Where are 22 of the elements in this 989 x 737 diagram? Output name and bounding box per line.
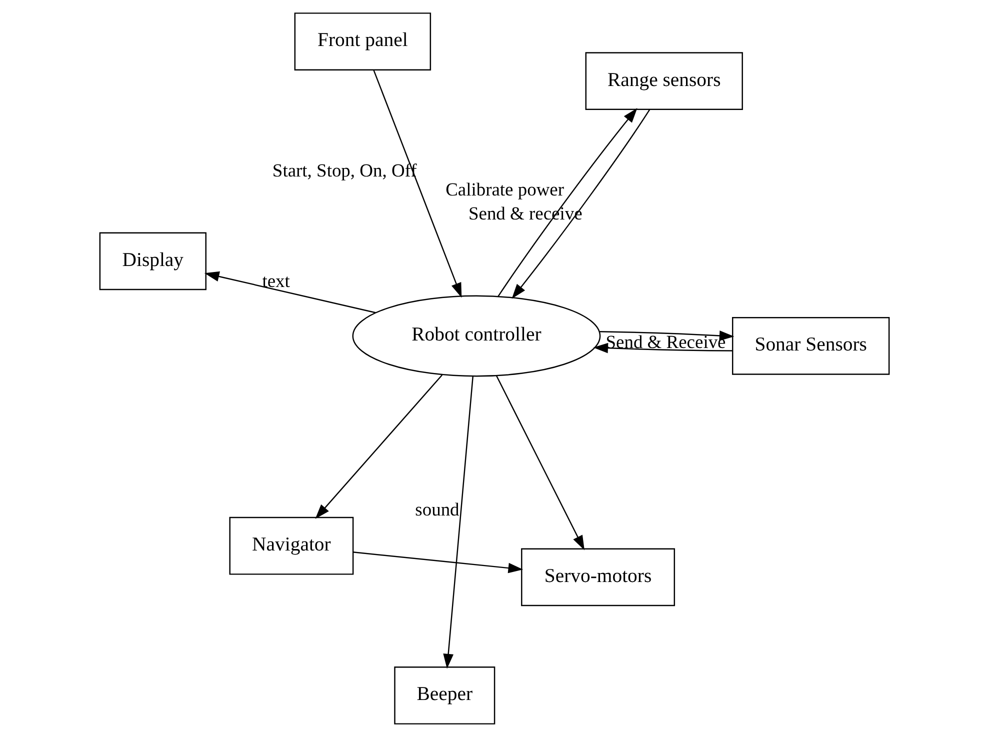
arrow <box>204 271 376 314</box>
arrow <box>443 376 474 669</box>
edge-label: text <box>262 270 290 291</box>
node-box: Front panel <box>294 12 432 70</box>
node-box: Servo-motors <box>521 548 676 606</box>
arrow <box>600 330 734 341</box>
arrow <box>496 376 584 550</box>
node-ellipse: Robot controller <box>352 295 601 377</box>
arrow <box>353 552 524 574</box>
node-box: Range sensors <box>585 52 743 110</box>
arrow <box>593 342 732 354</box>
node-box: Display <box>99 232 206 290</box>
edge-label: sound <box>415 500 460 520</box>
arrow <box>373 70 462 298</box>
node-box: Navigator <box>229 516 354 575</box>
edge-label: Send & Receive <box>606 332 726 352</box>
node-box: Beeper <box>394 666 496 724</box>
edge-label: Calibrate power <box>446 179 564 200</box>
arrow <box>498 108 638 297</box>
arrow <box>512 109 650 299</box>
arrow <box>315 374 443 519</box>
node-box: Sonar Sensors <box>732 316 890 375</box>
